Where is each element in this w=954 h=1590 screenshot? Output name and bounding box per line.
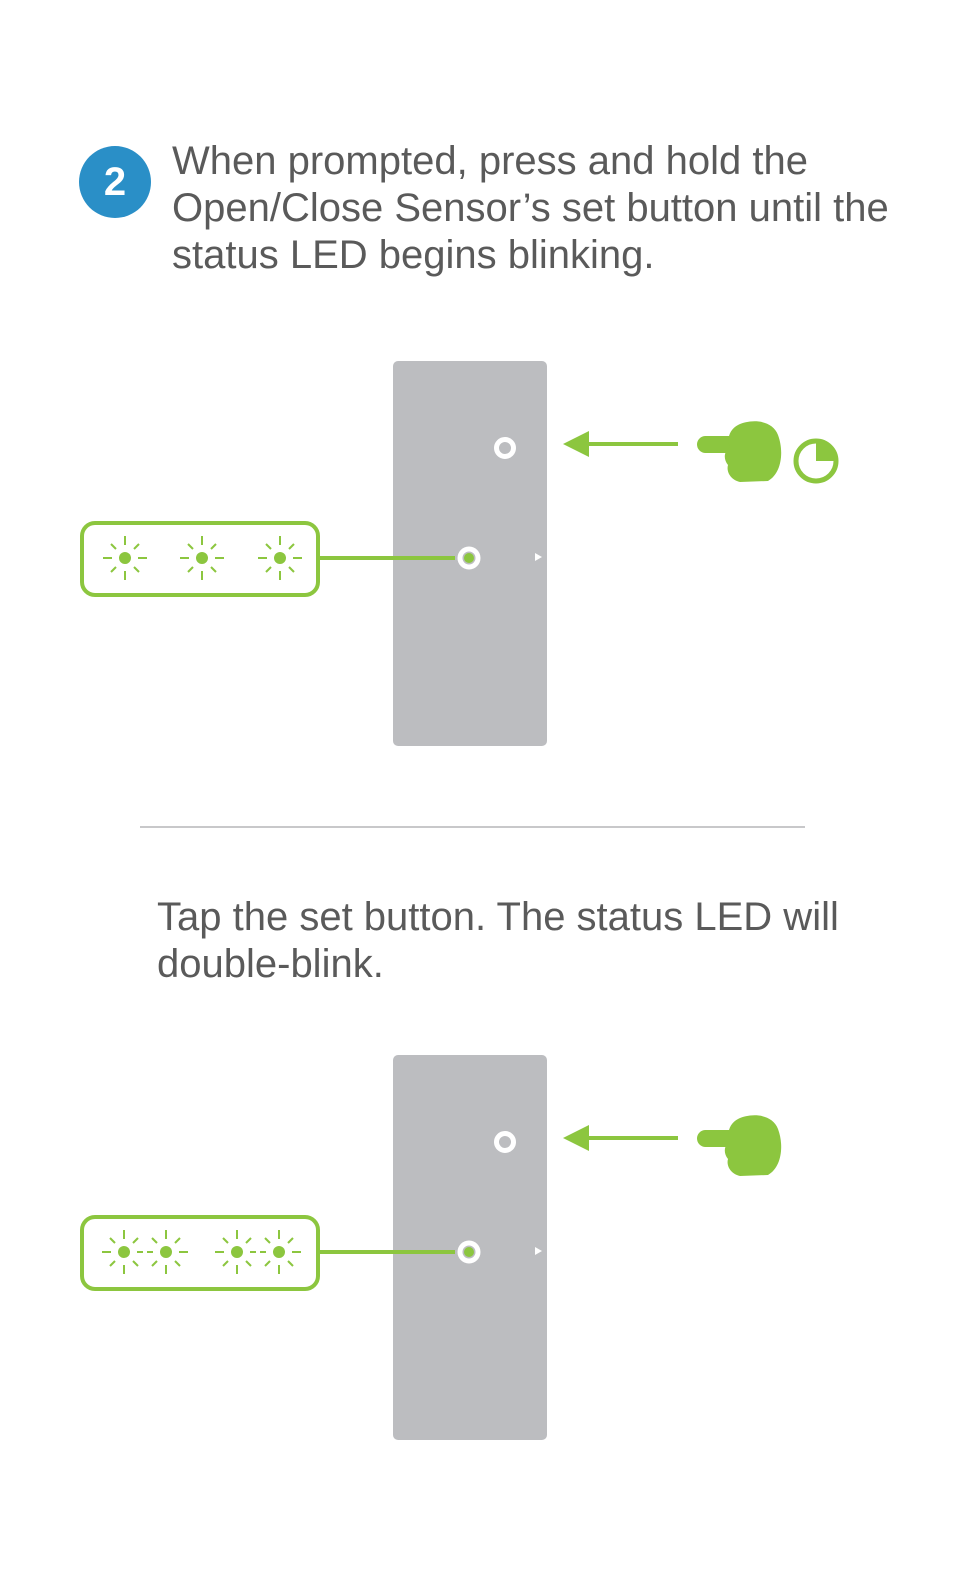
- set-button: [494, 1131, 516, 1153]
- blink-icon: [103, 536, 147, 580]
- sensor-marker: [535, 1247, 542, 1255]
- arrow-left-icon: [563, 1125, 678, 1151]
- set-button: [494, 437, 516, 459]
- step-number: 2: [103, 159, 127, 204]
- double-blink-icon: [102, 1230, 188, 1274]
- step-instruction: When prompted, press and hold the Open/C…: [172, 139, 889, 277]
- section-divider: [140, 826, 805, 828]
- sensor-marker: [535, 553, 542, 561]
- pointing-hand-icon: [697, 1115, 782, 1176]
- pointing-hand-icon: [697, 421, 782, 482]
- sub-step-instruction: Tap the set button. The status LED will …: [157, 895, 839, 986]
- arrow-left-icon: [563, 431, 678, 457]
- double-blink-icon: [215, 1230, 301, 1274]
- step-number-badge: 2: [79, 146, 151, 218]
- clock-icon: [793, 438, 839, 484]
- blink-icon: [258, 536, 302, 580]
- led-pattern-callout: [80, 1215, 320, 1291]
- blink-icon: [180, 536, 224, 580]
- sensor-diagram-hold: [0, 355, 954, 755]
- status-led: [457, 546, 481, 570]
- sensor-diagram-tap: [0, 1049, 954, 1449]
- status-led: [457, 1240, 481, 1264]
